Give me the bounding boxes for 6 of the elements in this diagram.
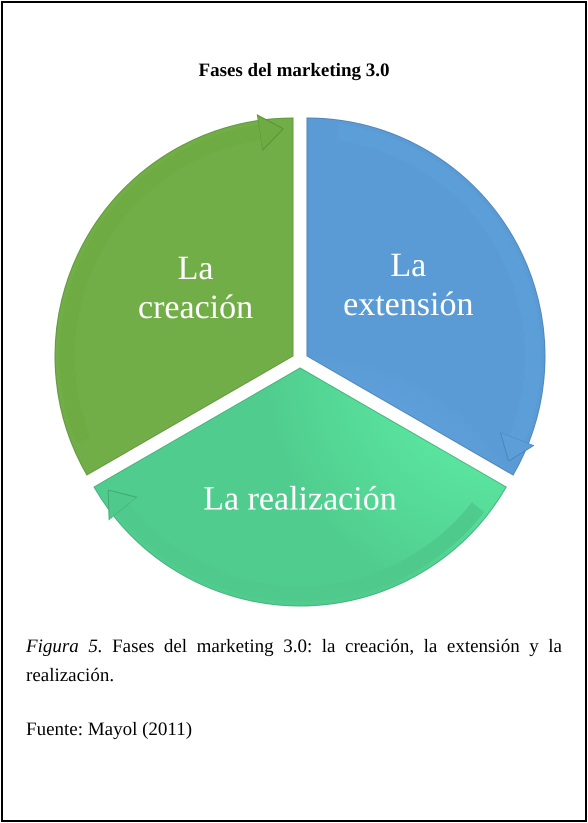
source-note: Fuente: Mayol (2011)	[26, 719, 192, 741]
figure-caption: Figura 5. Fases del marketing 3.0: la creación, la extensión y la realización.	[26, 635, 562, 688]
diagram-title: Fases del marketing 3.0	[197, 60, 391, 82]
segment-label: La extensión	[342, 246, 474, 324]
segment-label: La realización	[202, 479, 398, 518]
segment-label: La creación	[137, 248, 254, 327]
